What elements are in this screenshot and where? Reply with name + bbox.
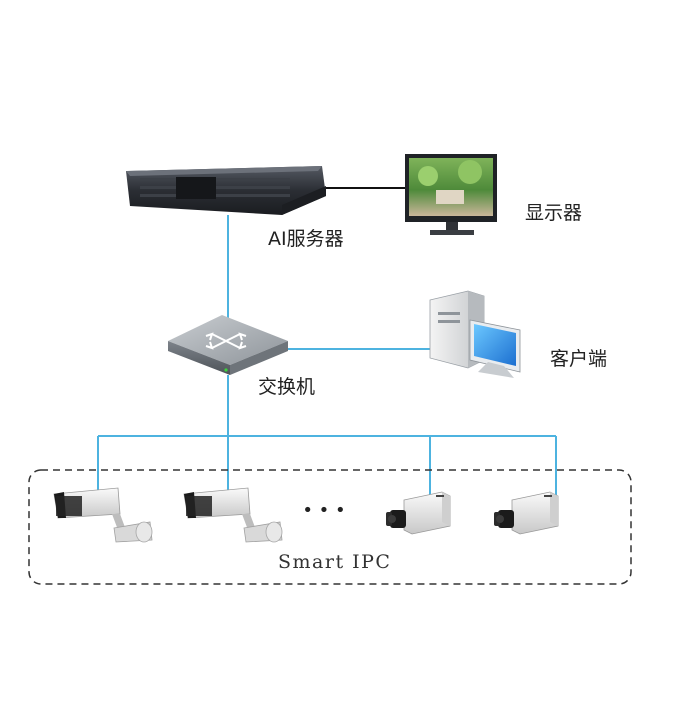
nvr-server-icon — [126, 166, 326, 215]
cameras-label: Smart IPC — [278, 551, 392, 573]
camera-group-boundary — [28, 469, 632, 585]
network-links — [97, 215, 557, 495]
lcd-monitor-icon — [405, 154, 497, 235]
box-camera-icon — [494, 491, 559, 535]
bullet-camera-icon — [53, 487, 153, 543]
client-label: 客户端 — [550, 348, 608, 370]
box-camera-icon — [386, 491, 451, 535]
desktop-pc-icon — [429, 290, 521, 378]
network-switch-icon — [168, 315, 288, 375]
switch-label: 交换机 — [258, 376, 316, 398]
more-cameras-ellipsis: • • • — [302, 500, 345, 521]
server-label: AI服务器 — [268, 228, 344, 250]
bullet-camera-icon — [183, 487, 283, 543]
monitor-label: 显示器 — [525, 202, 583, 224]
